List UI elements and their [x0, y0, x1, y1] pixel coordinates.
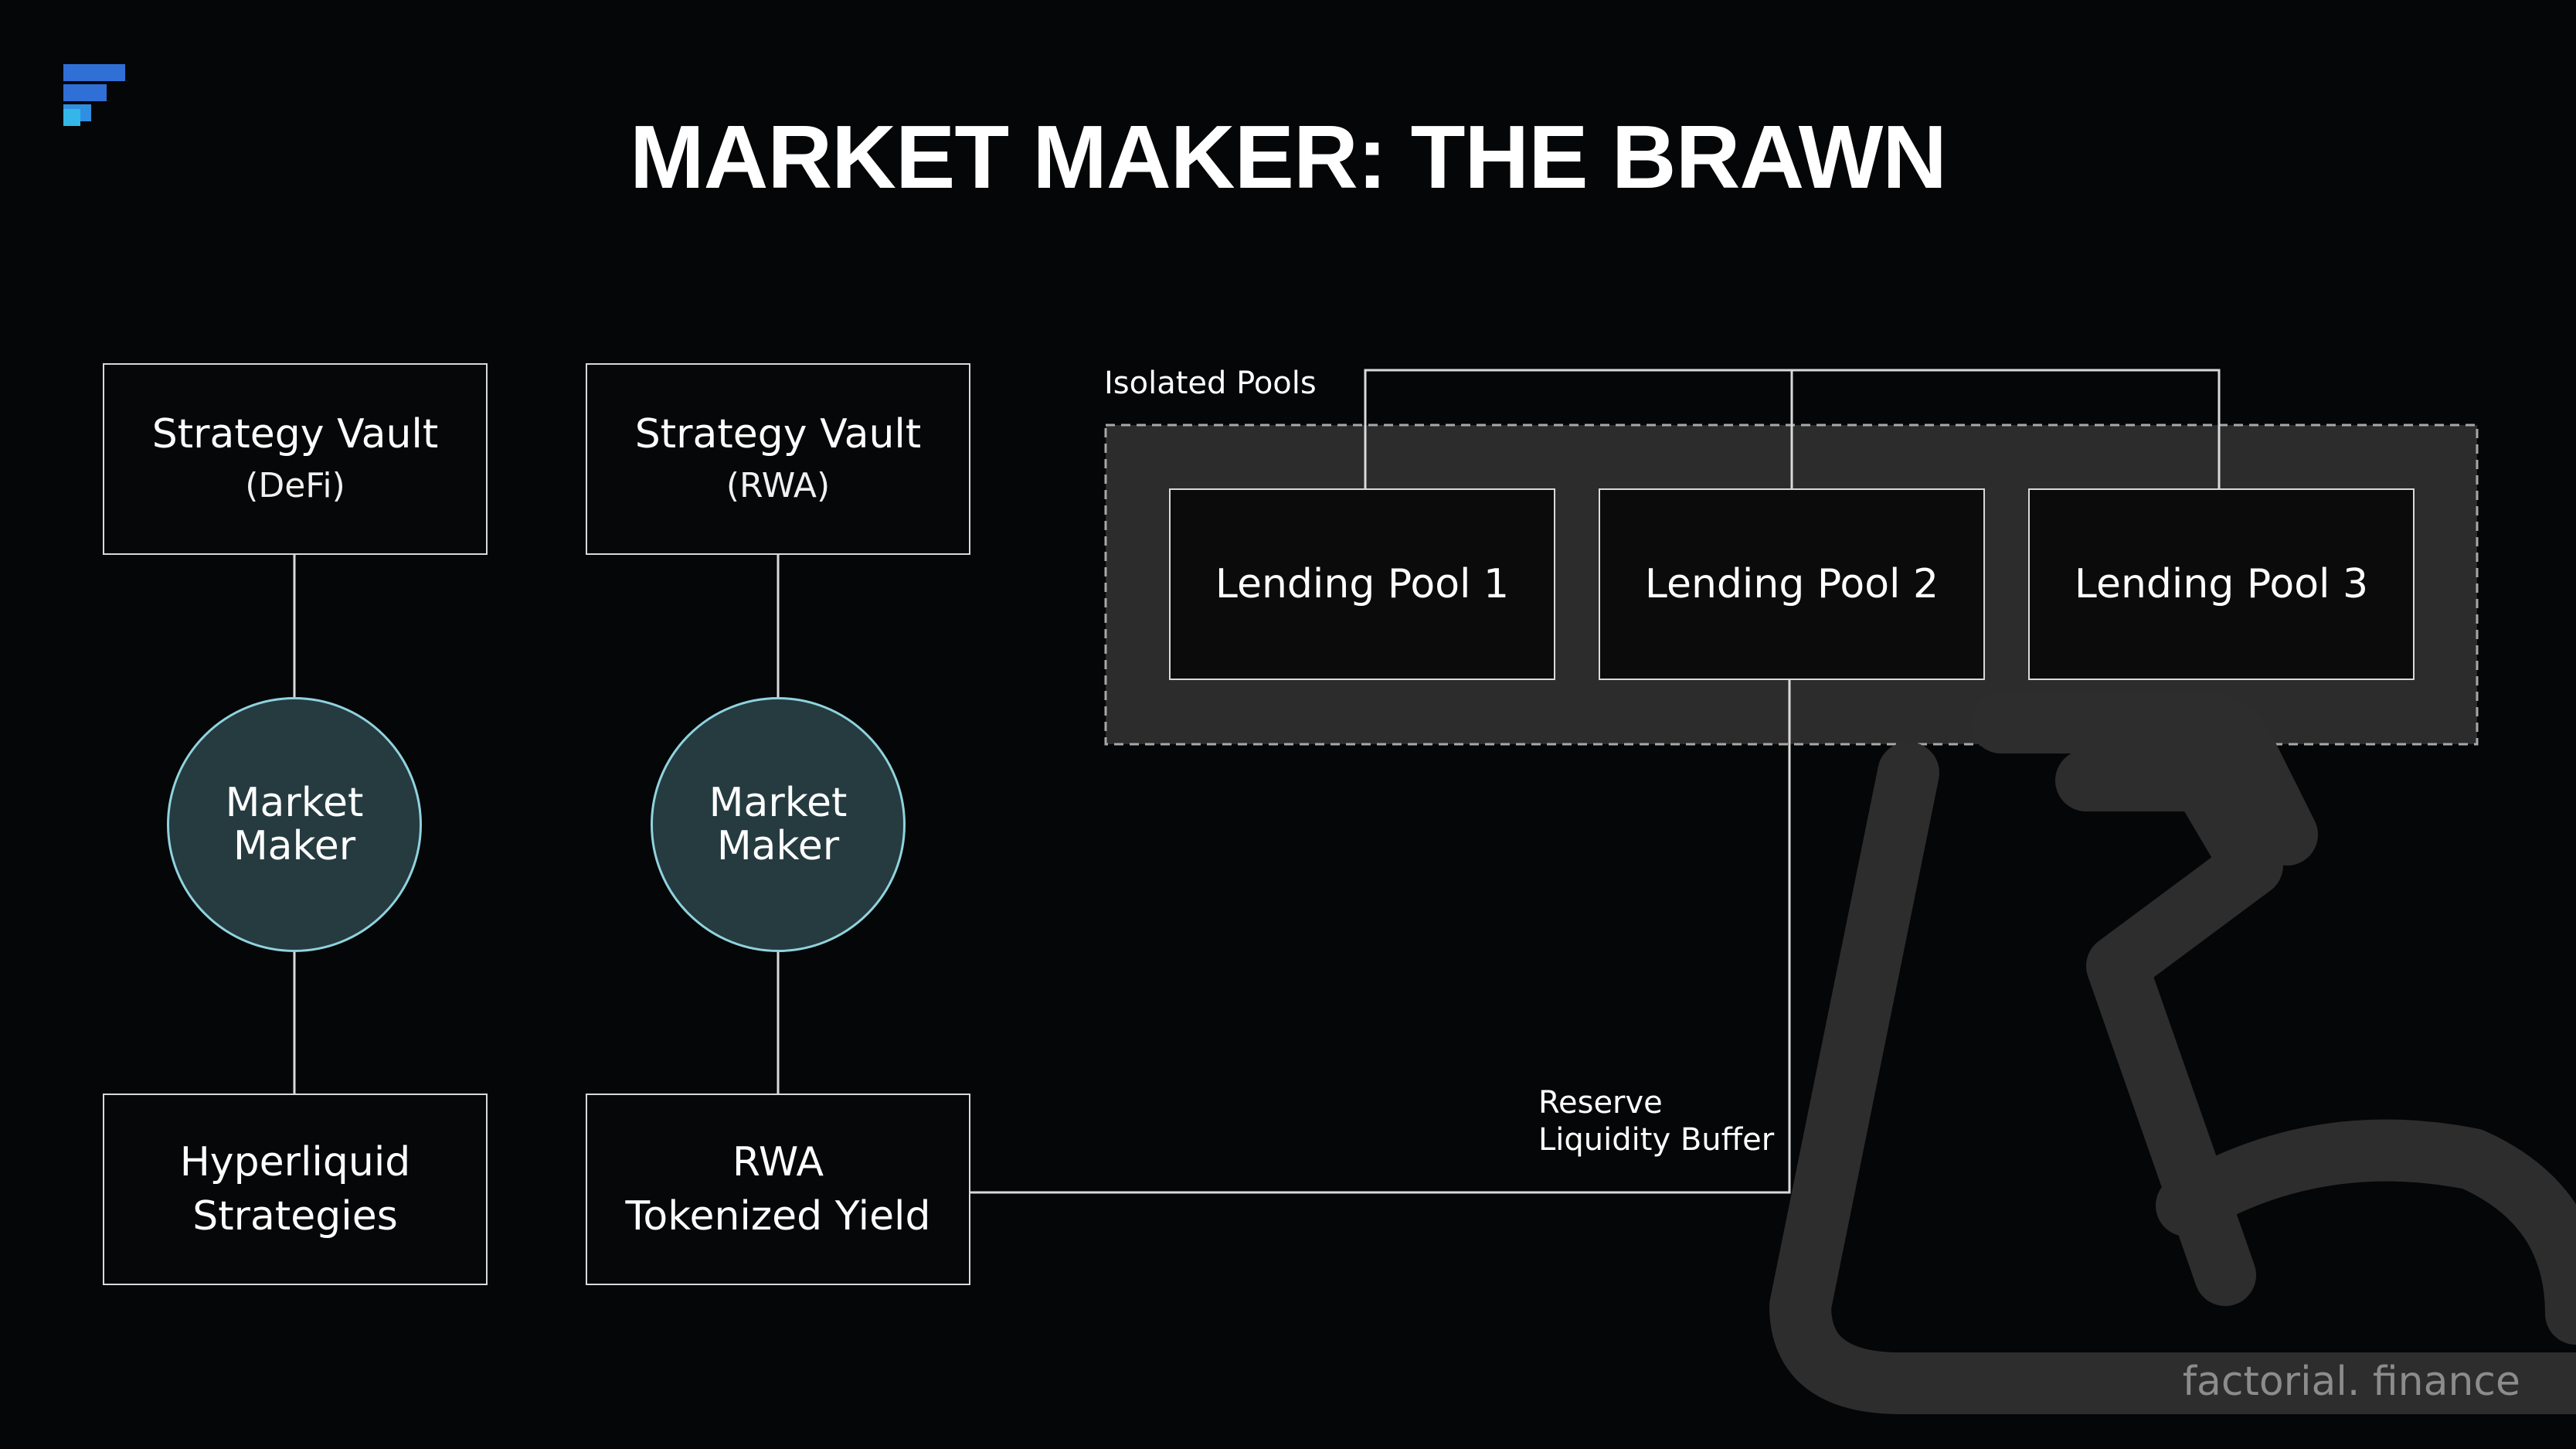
isolated-pools-label: Isolated Pools	[1104, 366, 1317, 401]
market-maker-line1: Market	[225, 780, 364, 826]
market-maker-defi: Market Maker	[167, 697, 422, 952]
pools-bracket-line	[1364, 369, 2221, 488]
vault-label: Strategy Vault	[634, 411, 922, 457]
market-maker-line1: Market	[709, 780, 848, 826]
vault-sub: (DeFi)	[245, 466, 345, 505]
page-title: MARKET MAKER: THE BRAWN	[630, 107, 1947, 207]
factorial-logo-icon	[63, 64, 125, 126]
hyperliquid-strategies-box: Hyperliquid Strategies	[103, 1094, 488, 1285]
lending-pool-label: Lending Pool 1	[1215, 561, 1510, 607]
reserve-line1: Reserve	[1538, 1085, 1663, 1121]
market-maker-rwa: Market Maker	[651, 697, 906, 952]
box-line2: Tokenized Yield	[625, 1193, 931, 1240]
lending-pool-2: Lending Pool 2	[1599, 488, 1985, 680]
vault-sub: (RWA)	[726, 466, 831, 505]
lending-pool-label: Lending Pool 3	[2074, 561, 2369, 607]
reserve-connector-line	[970, 680, 1791, 1194]
lending-pool-3: Lending Pool 3	[2028, 488, 2415, 680]
reserve-line2: Liquidity Buffer	[1538, 1122, 1775, 1158]
lending-pool-label: Lending Pool 2	[1644, 561, 1939, 607]
market-maker-line2: Maker	[716, 823, 840, 869]
market-maker-line2: Maker	[233, 823, 356, 869]
strategy-vault-rwa: Strategy Vault (RWA)	[586, 363, 970, 555]
flexed-arm-icon	[1769, 742, 2576, 1414]
box-line2: Strategies	[192, 1193, 398, 1240]
rwa-tokenized-yield-box: RWA Tokenized Yield	[586, 1094, 970, 1285]
brand-wordmark: factorial. finance	[2182, 1359, 2520, 1405]
lending-pool-1: Lending Pool 1	[1169, 488, 1555, 680]
box-line1: RWA	[732, 1139, 824, 1185]
reserve-label: Reserve Liquidity Buffer	[1538, 1084, 1774, 1158]
box-line1: Hyperliquid	[179, 1139, 411, 1185]
strategy-vault-defi: Strategy Vault (DeFi)	[103, 363, 488, 555]
vault-label: Strategy Vault	[151, 411, 439, 457]
